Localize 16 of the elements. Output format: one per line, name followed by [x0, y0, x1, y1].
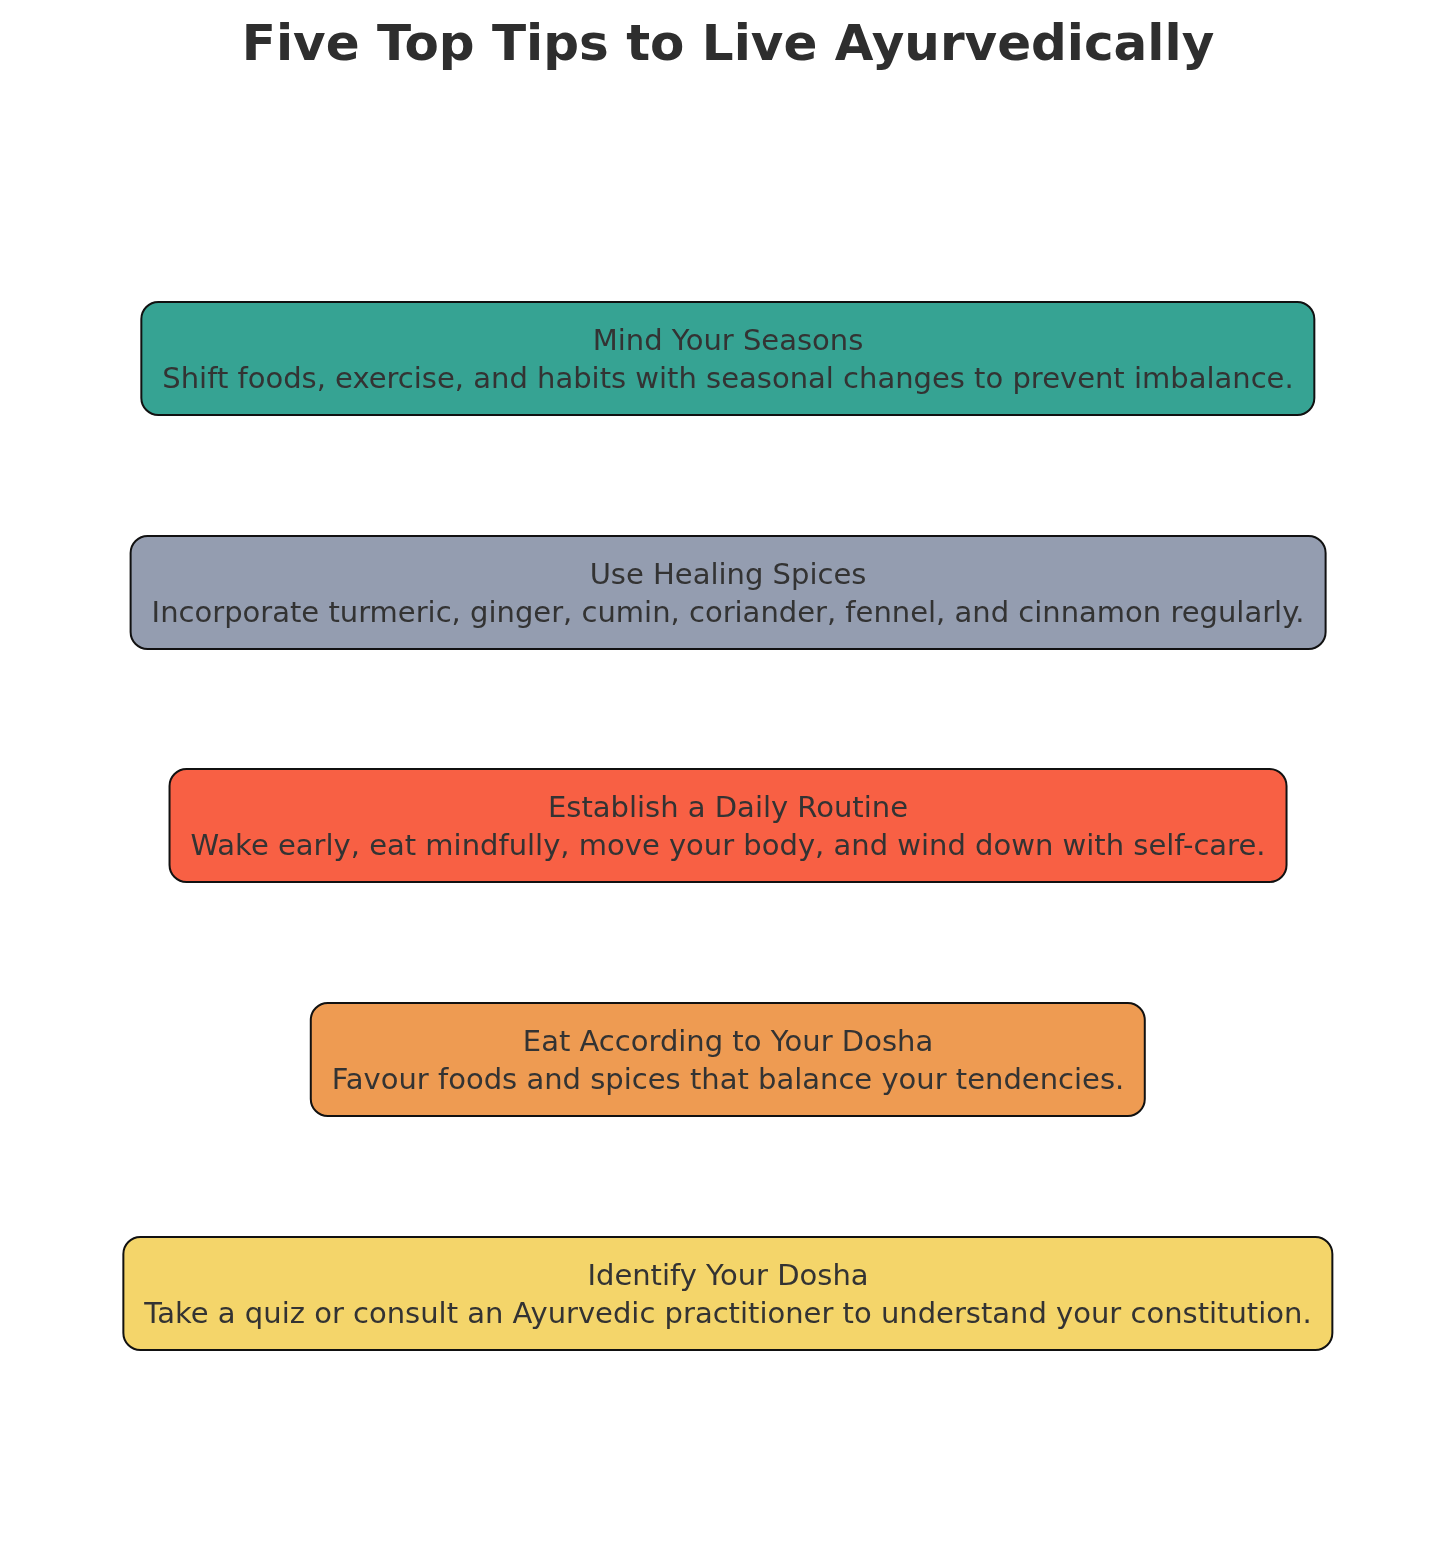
tip-heading: Mind Your Seasons — [591, 321, 865, 359]
tip-description: Take a quiz or consult an Ayurvedic practitioner to understand your constitution. — [144, 1294, 1312, 1332]
tip-heading: Establish a Daily Routine — [547, 788, 909, 826]
diagram-title: Five Top Tips to Live Ayurvedically — [240, 14, 1216, 72]
tip-box — [129, 535, 1327, 650]
tip-box — [168, 768, 1288, 883]
tip-description: Favour foods and spices that balance your tendencies. — [331, 1060, 1125, 1098]
tip-heading: Use Healing Spices — [588, 555, 868, 593]
tip-heading: Eat According to Your Dosha — [521, 1022, 935, 1060]
tip-box — [309, 1002, 1147, 1117]
tip-description: Shift foods, exercise, and habits with seasonal changes to prevent imbalance. — [162, 359, 1294, 397]
tip-description: Wake early, eat mindfully, move your body, and wind down with self-care. — [190, 826, 1266, 864]
tip-box — [122, 1236, 1334, 1351]
tip-box — [140, 301, 1316, 416]
tip-heading: Identify Your Dosha — [586, 1256, 870, 1294]
tip-description: Incorporate turmeric, ginger, cumin, coriander, fennel, and cinnamon regularly. — [151, 593, 1305, 631]
